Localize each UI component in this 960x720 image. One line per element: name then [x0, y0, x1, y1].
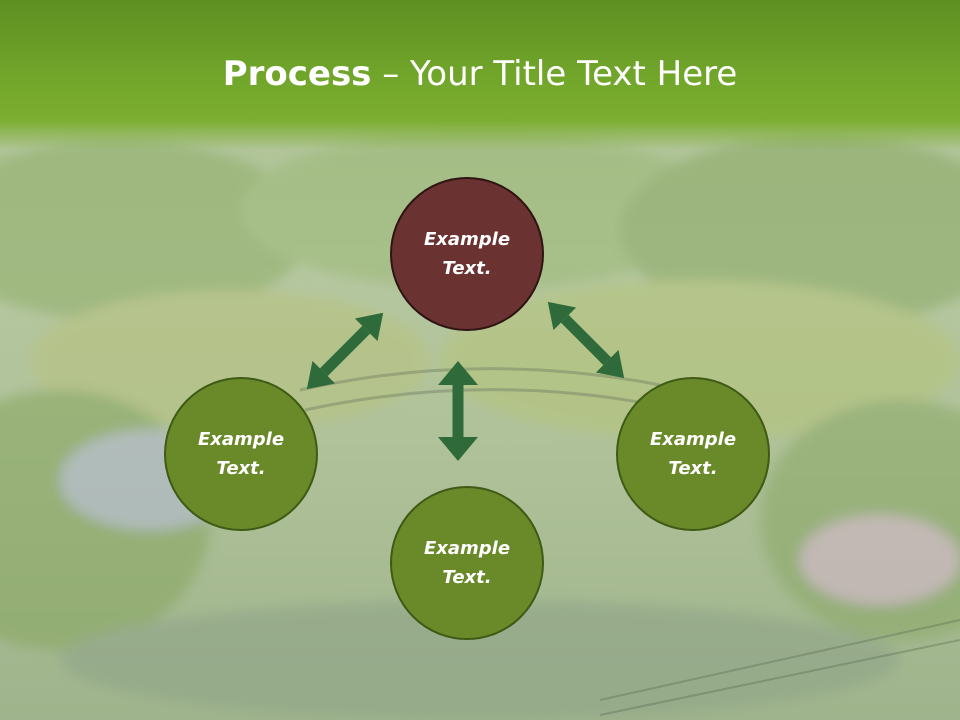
process-node-left[interactable]: Example Text. [164, 377, 318, 531]
process-node-top[interactable]: Example Text. [390, 177, 544, 331]
arrow-top-right [547, 301, 625, 379]
process-node-bottom[interactable]: Example Text. [390, 486, 544, 640]
title-bar [0, 0, 960, 150]
node-label-top: Example Text. [423, 229, 511, 279]
title-strong: Process [222, 54, 372, 94]
node-label-bottom: Example Text. [423, 538, 511, 588]
slide-title: Process – Your Title Text Here [0, 52, 960, 96]
arrow-center-vertical [438, 361, 478, 461]
arrow-top-left [306, 312, 384, 390]
node-label-left: Example Text. [197, 429, 285, 479]
node-label-right: Example Text. [649, 429, 737, 479]
process-node-right[interactable]: Example Text. [616, 377, 770, 531]
title-rest: – Your Title Text Here [371, 54, 738, 94]
